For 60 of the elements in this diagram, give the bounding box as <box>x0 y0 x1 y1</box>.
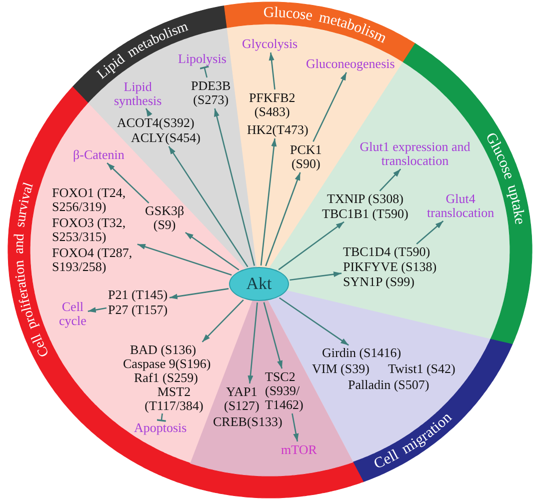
process-label: Cell cycle <box>59 300 86 328</box>
process-label: Gluconeogenesis <box>306 57 395 71</box>
arrow <box>106 162 150 204</box>
protein-label: mTOR <box>281 443 317 457</box>
arrow <box>278 221 344 270</box>
protein-label: Caspase 9(S196) <box>123 357 211 371</box>
protein-label: GSK3β (S9) <box>145 204 184 232</box>
arrow <box>248 302 258 384</box>
protein-label: PCK1 (S90) <box>290 143 322 171</box>
protein-label: BAD (S136) <box>130 343 196 357</box>
inhibition-line <box>156 413 167 422</box>
arrow <box>169 288 229 300</box>
arrow <box>263 302 283 369</box>
protein-label: FOXO4 (T287, S193/258) <box>52 246 134 274</box>
protein-label: TBC1B1 (T590) <box>322 207 408 221</box>
protein-label: CREB(S133) <box>213 415 282 429</box>
process-label: β-Catenin <box>73 148 124 162</box>
protein-label: Girdin (S1416) <box>322 346 402 360</box>
arrow <box>379 168 402 192</box>
process-label: Glut4 translocation <box>427 192 494 220</box>
protein-label: VIM (S39) <box>312 362 370 376</box>
arrow <box>185 232 240 270</box>
protein-label: Raf1 (S259) <box>134 371 198 385</box>
arrow <box>416 220 444 244</box>
protein-label: P21 (T145) <box>108 288 168 302</box>
arrow <box>268 52 276 90</box>
protein-label: ACLY(S454) <box>131 131 200 145</box>
protein-label: YAP1 (S127) <box>224 385 260 413</box>
protein-label: PDE3B (S273) <box>191 79 231 107</box>
inhibition-line <box>199 66 210 78</box>
arrow <box>202 299 244 342</box>
process-label: Apoptosis <box>134 421 187 435</box>
protein-label: Twist1 (S42) <box>388 362 456 376</box>
arrow <box>292 413 299 442</box>
arrow <box>312 72 347 142</box>
protein-label: Palladin (S507) <box>348 378 430 392</box>
process-label: Glycolysis <box>242 37 298 51</box>
protein-label: P27 (T157) <box>108 303 168 317</box>
arrow <box>137 244 232 276</box>
protein-label: FOXO3 (T32, S253/315) <box>52 216 127 244</box>
protein-label: PIKFYVE (S138) <box>343 260 437 274</box>
arrow <box>88 307 107 313</box>
protein-label: FOXO1 (T24, S256/319) <box>52 186 127 214</box>
protein-label: SYN1P (S99) <box>343 275 414 289</box>
process-label: Glut1 expression and translocation <box>359 140 471 168</box>
arrow <box>168 146 248 268</box>
arrow <box>260 138 277 266</box>
protein-label: HK2(T473) <box>247 123 308 137</box>
arrow <box>265 172 301 266</box>
protein-label: TBC1D4 (T590) <box>343 245 430 259</box>
arrow <box>214 108 256 266</box>
arrow <box>145 108 152 117</box>
protein-label: PFKFB2 (S483) <box>249 91 296 119</box>
protein-label: ACOT4(S392) <box>117 116 194 130</box>
protein-label: MST2 (T117/384) <box>144 385 204 413</box>
arrow <box>279 297 349 346</box>
arrow <box>290 272 342 281</box>
protein-label: TSC2 (S939/ T1462) <box>265 370 311 412</box>
protein-label: TXNIP (S308) <box>327 192 404 206</box>
process-label: Lipid synthesis <box>114 80 162 108</box>
